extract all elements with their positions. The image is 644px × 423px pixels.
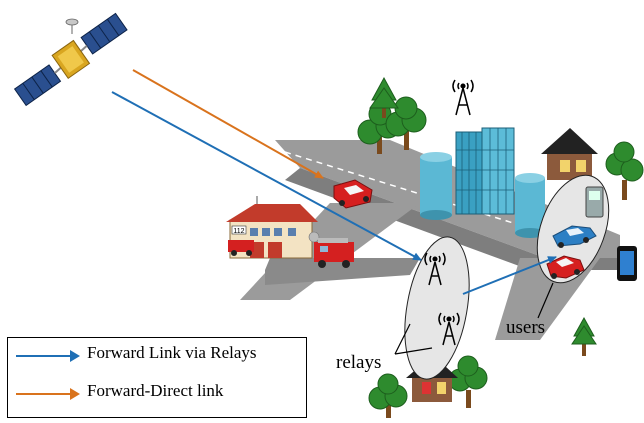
- users-label: users: [506, 317, 546, 338]
- forward-direct-link-arrow: [132, 69, 324, 179]
- satellite-icon: [13, 12, 128, 107]
- legend-line-swatch: [16, 355, 74, 357]
- building-icon: [455, 127, 515, 215]
- house-icon: [541, 128, 598, 180]
- tree-icon: [448, 355, 488, 408]
- legend-label: Forward Link via Relays: [87, 343, 257, 362]
- tree-icon: [369, 76, 399, 118]
- car-icon: [552, 225, 597, 248]
- relay-group: [404, 236, 470, 380]
- legend-item-direct: Forward-Direct link: [8, 381, 306, 405]
- legend-arrow-icon: [70, 350, 80, 362]
- legend-item-relay: Forward Link via Relays: [8, 343, 306, 367]
- smartphone-icon: [617, 246, 637, 281]
- tree-icon: [605, 141, 644, 200]
- label-pointers: [394, 282, 554, 355]
- relays-label: relays: [336, 352, 382, 373]
- fire-truck-icon: [314, 238, 354, 268]
- car-icon: [333, 179, 373, 209]
- relay-link-arrow-users: [462, 256, 557, 295]
- relay-antenna-icon: [438, 312, 460, 346]
- skyscraper-icons: [420, 127, 545, 238]
- building-icon: [420, 152, 452, 220]
- tree-icon: [357, 102, 401, 154]
- antenna-tower-icon: [452, 79, 474, 116]
- phone-icon: [585, 186, 604, 218]
- legend-line-swatch: [16, 393, 74, 395]
- station-sign: 112: [233, 228, 244, 235]
- building-icon: [515, 173, 545, 238]
- legend-arrow-icon: [70, 388, 80, 400]
- tree-icon: [571, 316, 597, 356]
- legend: Forward Link via Relays Forward-Direct l…: [7, 337, 307, 418]
- tree-icons: [357, 76, 644, 418]
- legend-label: Forward-Direct link: [87, 381, 224, 400]
- relay-link-arrow-satellite: [111, 91, 422, 261]
- relay-antenna-icon: [424, 252, 446, 286]
- fire-truck-icon: [228, 240, 254, 256]
- tree-icon: [368, 373, 408, 418]
- tree-icon: [385, 96, 427, 150]
